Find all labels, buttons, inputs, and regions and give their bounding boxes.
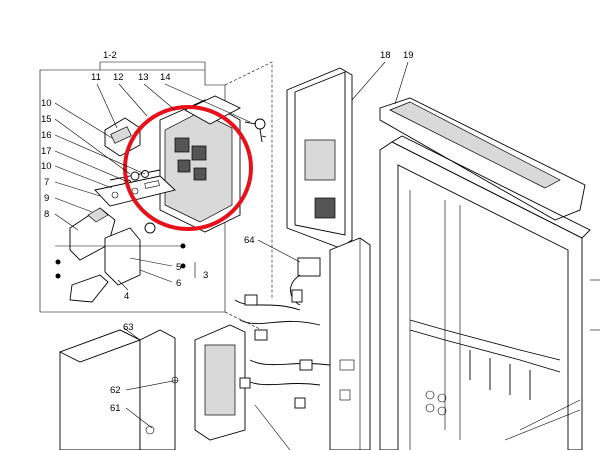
label-4: 4 bbox=[124, 291, 129, 302]
label-61: 61 bbox=[110, 403, 121, 414]
side-panel-18 bbox=[286, 67, 353, 249]
center-column bbox=[329, 237, 371, 450]
detail-inset-1-2 bbox=[39, 61, 273, 331]
label-11: 11 bbox=[91, 72, 101, 83]
label-15: 15 bbox=[41, 114, 52, 125]
label-14: 14 bbox=[160, 72, 171, 83]
label-8: 8 bbox=[44, 209, 49, 220]
control-board bbox=[58, 294, 331, 450]
label-3: 3 bbox=[203, 270, 208, 281]
label-16: 16 bbox=[41, 130, 52, 141]
label-63: 63 bbox=[123, 322, 134, 333]
label-9: 9 bbox=[44, 193, 49, 204]
key-icon bbox=[244, 118, 267, 143]
label-19: 19 bbox=[403, 50, 414, 61]
part-labels: 1-2 11 12 13 14 10 15 16 17 10 7 9 8 5 6… bbox=[41, 50, 414, 414]
label-10-lower: 10 bbox=[41, 161, 52, 172]
harness-64 bbox=[290, 257, 321, 306]
label-62: 62 bbox=[110, 385, 121, 396]
label-6: 6 bbox=[176, 278, 181, 289]
label-1-2: 1-2 bbox=[103, 50, 117, 61]
cabinet-frame bbox=[379, 97, 600, 450]
label-13: 13 bbox=[138, 72, 149, 83]
leader-lines bbox=[54, 61, 409, 429]
label-7: 7 bbox=[44, 177, 49, 188]
label-17: 17 bbox=[41, 146, 52, 157]
label-18: 18 bbox=[380, 50, 391, 61]
label-5: 5 bbox=[176, 262, 181, 273]
highlight-circle bbox=[123, 105, 253, 231]
label-12: 12 bbox=[113, 72, 124, 83]
label-64: 64 bbox=[244, 235, 255, 246]
lock-plate-assembly bbox=[55, 95, 267, 303]
label-10-upper: 10 bbox=[41, 98, 52, 109]
